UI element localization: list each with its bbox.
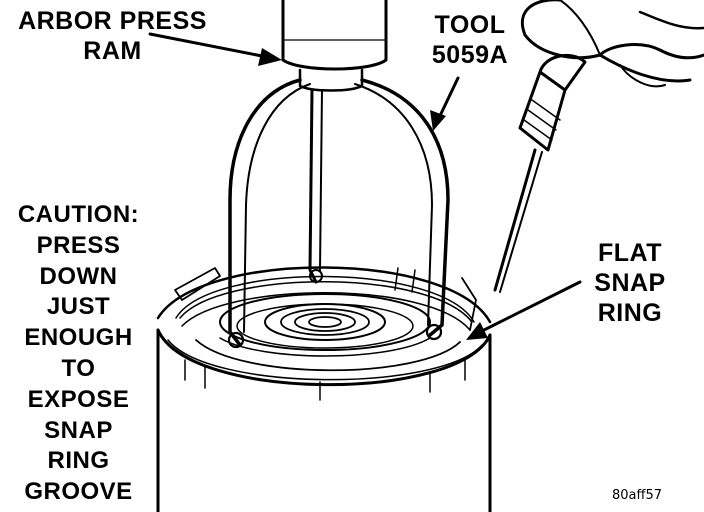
caution-line: CAUTION: xyxy=(17,201,140,228)
tool-5059a xyxy=(227,78,450,349)
label-line: 5059A xyxy=(431,41,509,69)
tool-label: TOOL 5059A xyxy=(415,10,525,70)
clutch-housing xyxy=(156,266,492,512)
arbor-press-ram-label: ARBOR PRESS RAM xyxy=(10,6,215,66)
label-line: FLAT xyxy=(597,239,662,267)
caution-line: EXPOSE xyxy=(27,385,130,413)
flat-snap-ring xyxy=(179,281,473,372)
hand xyxy=(521,0,704,88)
caution-line: ENOUGH xyxy=(24,324,133,352)
label-line: RAM xyxy=(83,37,142,65)
label-line: SNAP xyxy=(594,269,666,297)
label-line: TOOL xyxy=(434,11,506,39)
caution-line: RING xyxy=(47,447,110,475)
arrow-to-ram xyxy=(148,32,274,60)
leader-arrows xyxy=(148,32,582,335)
arrow-to-tool xyxy=(436,76,460,122)
screwdriver xyxy=(493,53,587,293)
arrow-heads xyxy=(258,48,488,340)
flat-snap-ring-label: FLAT SNAP RING xyxy=(584,238,676,328)
caution-note: CAUTION: PRESS DOWN JUST ENOUGH TO EXPOS… xyxy=(6,200,151,508)
caution-line: JUST xyxy=(46,293,111,321)
figure-code: 80aff57 xyxy=(612,488,663,503)
caution-line: GROOVE xyxy=(24,478,133,506)
arbor-press-ram xyxy=(281,0,388,92)
clutch-pack xyxy=(219,293,431,357)
caution-line: PRESS xyxy=(36,231,121,259)
arrow-to-snap-ring xyxy=(476,280,582,335)
label-line: RING xyxy=(597,299,663,327)
caution-line: DOWN xyxy=(39,262,118,290)
caution-line: SNAP xyxy=(44,416,113,444)
caution-line: TO xyxy=(61,354,96,382)
label-line: ARBOR PRESS xyxy=(18,7,207,35)
